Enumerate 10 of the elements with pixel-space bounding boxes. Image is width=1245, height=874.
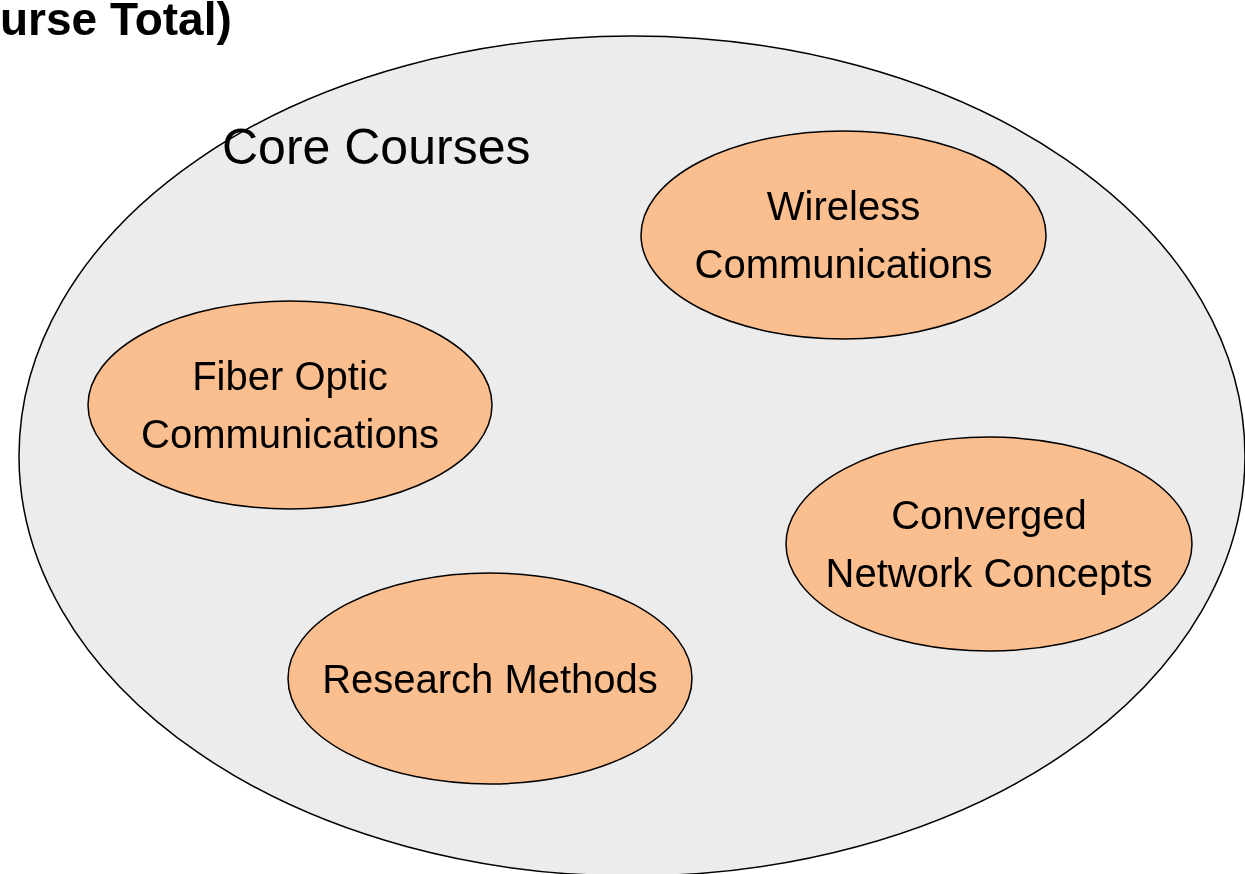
course-label: Wireless Communications	[693, 183, 994, 288]
course-label: Converged Network Concepts	[824, 492, 1154, 597]
title: urse Total)	[0, 0, 232, 46]
course-ellipse	[785, 436, 1193, 652]
course-ellipse	[640, 130, 1047, 340]
group-label: Core Courses	[222, 118, 531, 177]
course-label: Research Methods	[321, 655, 659, 703]
course-ellipse	[87, 300, 493, 510]
course-ellipse	[287, 572, 693, 785]
course-label: Fiber Optic Communications	[140, 353, 440, 458]
